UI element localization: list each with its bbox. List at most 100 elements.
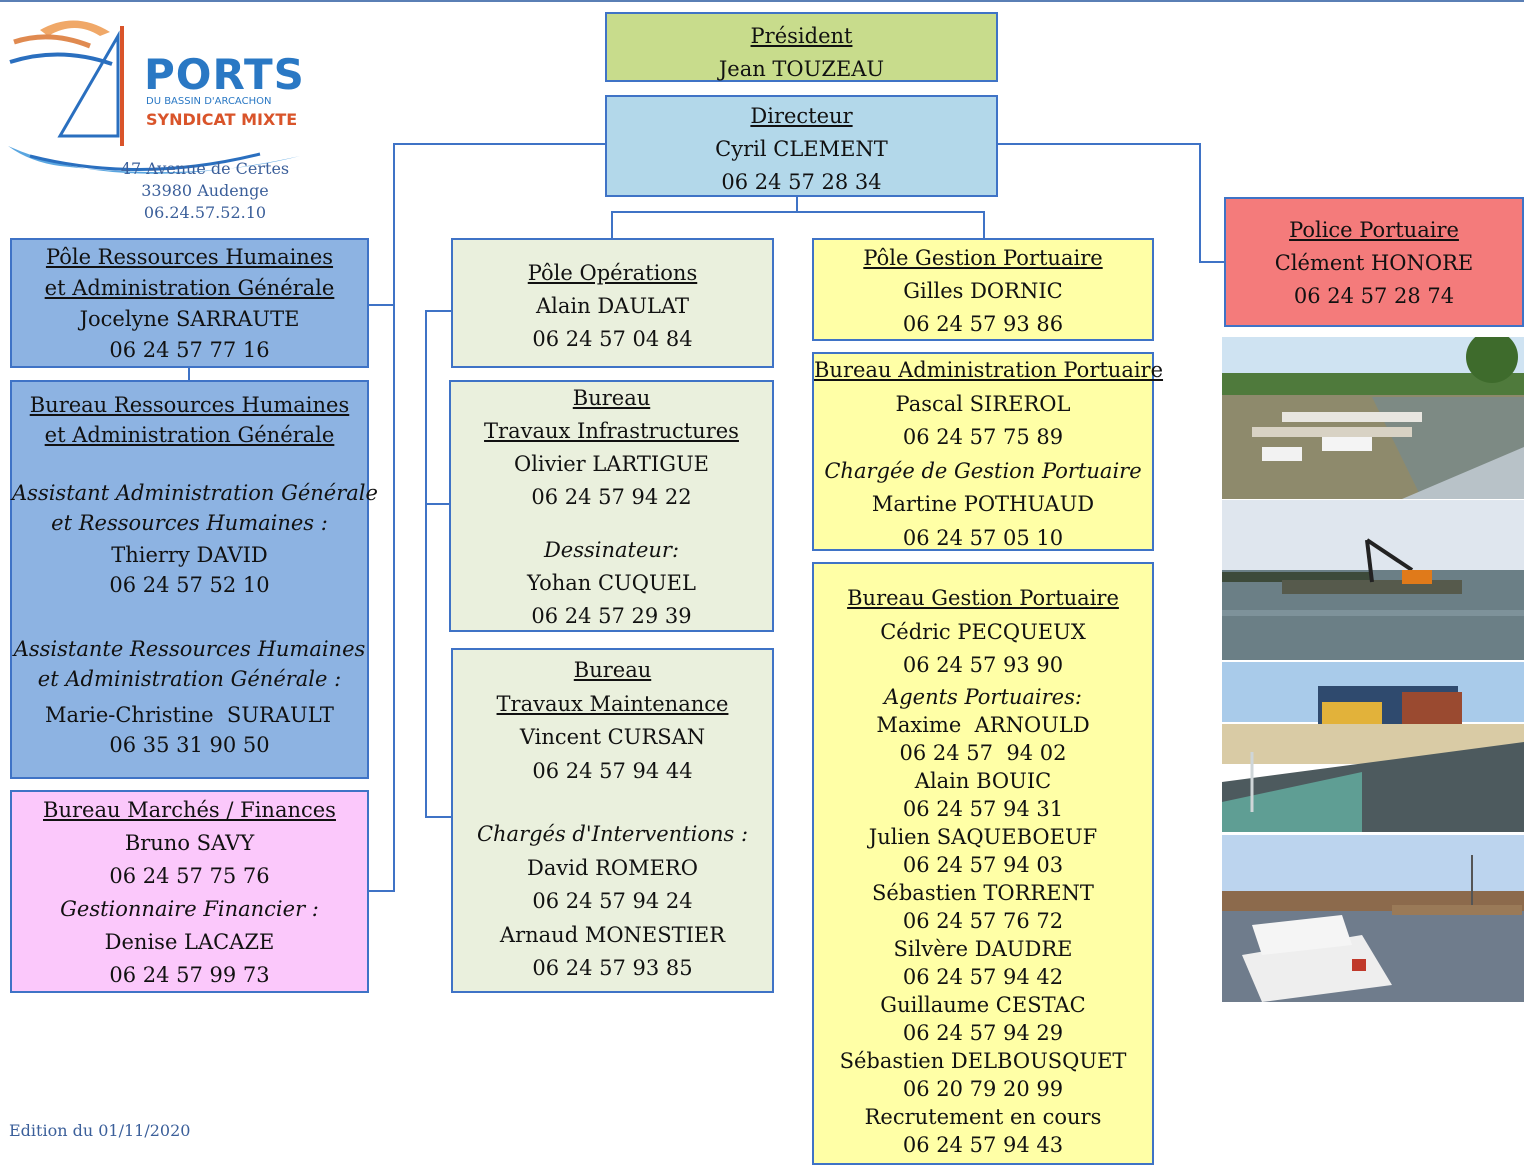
admin-portuaire-title: Bureau Administration Portuaire <box>814 358 1164 382</box>
maintenance-phone2: 06 24 57 94 24 <box>532 889 693 913</box>
pole-rh-name: Jocelyne SARRAUTE <box>79 307 300 331</box>
agent-name: Silvère DAUDRE <box>893 936 1073 961</box>
bureau-rh-role1-1: Assistant Administration Générale <box>12 481 378 505</box>
bureau-rh-role1-2: et Ressources Humaines : <box>51 511 328 535</box>
agent-phone: 06 20 79 20 99 <box>902 1076 1064 1101</box>
maintenance-phone1: 06 24 57 94 44 <box>532 758 693 783</box>
maintenance-phone3: 06 24 57 93 85 <box>532 956 693 980</box>
admin-portuaire-phone2: 06 24 57 05 10 <box>902 525 1064 550</box>
connector-left-vertical <box>393 143 395 892</box>
gestion-name: Gilles DORNIC <box>903 279 1063 303</box>
agent-name: Julien SAQUEBOEUF <box>868 824 1098 849</box>
connector-right-vertical <box>1199 143 1201 263</box>
agent-name: Recrutement en cours <box>864 1104 1102 1129</box>
pole-operations-box: Pôle Opérations Alain DAULAT 06 24 57 04… <box>451 238 774 368</box>
admin-portuaire-name1: Pascal SIREROL <box>895 391 1071 416</box>
police-name: Clément HONORE <box>1274 251 1474 275</box>
infra-phone1: 06 24 57 94 22 <box>531 485 692 509</box>
logo-subtitle: DU BASSIN D'ARCACHON <box>146 96 272 107</box>
pole-rh-title-2: et Administration Générale <box>44 276 335 300</box>
finances-name2: Denise LACAZE <box>104 930 275 954</box>
police-box: Police Portuaire Clément HONORE 06 24 57… <box>1224 197 1524 327</box>
agent-name: Sébastien DELBOUSQUET <box>839 1048 1127 1073</box>
connector-pole-rh-bureau-rh <box>188 367 190 380</box>
logo-org: SYNDICAT MIXTE <box>146 110 298 129</box>
infra-title-1: Bureau <box>572 386 651 410</box>
gestion-portuaire-name1: Cédric PECQUEUX <box>880 619 1086 644</box>
gestion-title: Pôle Gestion Portuaire <box>863 246 1103 270</box>
maintenance-name3: Arnaud MONESTIER <box>499 922 726 947</box>
marina-pontoons-image <box>1222 337 1524 499</box>
infra-name1: Olivier LARTIGUE <box>513 452 710 476</box>
bureau-rh-role2-1: Assistante Ressources Humaines <box>13 637 366 661</box>
finances-name1: Bruno SAVY <box>124 831 255 855</box>
bureau-admin-portuaire-box: Bureau Administration Portuaire Pascal S… <box>812 352 1164 551</box>
connector-ops-to-pole <box>425 310 451 312</box>
infra-name2: Yohan CUQUEL <box>527 571 696 595</box>
connector-to-finances <box>368 890 394 892</box>
agent-name: Maxime ARNOULD <box>876 712 1090 737</box>
agent-phone: 06 24 57 94 31 <box>902 796 1064 821</box>
connector-directeur-left-h <box>394 143 605 145</box>
address-phone: 06.24.57.52.10 <box>143 203 267 222</box>
police-phone: 06 24 57 28 74 <box>1293 284 1455 308</box>
photo-dredging-barge <box>1222 500 1524 660</box>
bureau-maintenance-box: Bureau Travaux Maintenance Vincent CURSA… <box>451 648 774 993</box>
photo-harbour-wall <box>1222 662 1524 832</box>
edition-date: Edition du 01/11/2020 <box>9 1121 191 1140</box>
bureau-gestion-portuaire-box: Bureau Gestion Portuaire Cédric PECQUEUX… <box>812 562 1154 1165</box>
logo-title: PORTS <box>144 50 305 99</box>
pole-gestion-box: Pôle Gestion Portuaire Gilles DORNIC 06 … <box>812 238 1154 341</box>
finances-phone1: 06 24 57 75 76 <box>109 864 270 888</box>
connector-directeur-down <box>796 196 798 212</box>
connector-ops-to-infra <box>425 503 449 505</box>
pole-rh-box: Pôle Ressources Humaines et Administrati… <box>10 238 369 368</box>
pole-rh-phone: 06 24 57 77 16 <box>109 338 270 362</box>
gestion-portuaire-phone1: 06 24 57 93 90 <box>902 653 1064 677</box>
connector-ops-to-maintenance <box>425 816 451 818</box>
admin-portuaire-phone1: 06 24 57 75 89 <box>902 425 1064 449</box>
directeur-box: Directeur Cyril CLEMENT 06 24 57 28 34 <box>605 95 998 197</box>
address-city: 33980 Audenge <box>141 181 269 200</box>
agent-phone: 06 24 57 94 02 <box>899 740 1067 765</box>
address-block: 47 Avenue de Certes 33980 Audenge 06.24.… <box>110 158 300 224</box>
police-title: Police Portuaire <box>1289 218 1459 242</box>
connector-middle-h <box>611 211 985 213</box>
bureau-rh-phone1: 06 24 57 52 10 <box>109 573 270 597</box>
admin-portuaire-role: Chargée de Gestion Portuaire <box>824 458 1142 483</box>
admin-portuaire-name2: Martine POTHUAUD <box>871 492 1095 516</box>
pole-rh-title-1: Pôle Ressources Humaines <box>45 245 334 269</box>
harbour-logo-icon <box>8 20 300 174</box>
boats-channel-image <box>1222 835 1524 1002</box>
directeur-title: Directeur <box>750 104 853 128</box>
agent-phone: 06 24 57 94 43 <box>902 1132 1064 1157</box>
ports-logo: PORTS DU BASSIN D'ARCACHON SYNDICAT MIXT… <box>0 6 320 236</box>
finances-title: Bureau Marchés / Finances <box>43 798 336 822</box>
agent-phone: 06 24 57 94 29 <box>902 1020 1064 1045</box>
operations-name: Alain DAULAT <box>536 294 689 318</box>
bureau-rh-role2-2: et Administration Générale : <box>37 667 342 691</box>
agent-name: Guillaume CESTAC <box>880 992 1086 1017</box>
maintenance-name2: David ROMERO <box>527 855 698 880</box>
maintenance-role: Chargés d'Interventions : <box>476 822 749 846</box>
dredging-barge-image <box>1222 500 1524 660</box>
connector-to-pole-rh <box>368 304 394 306</box>
connector-to-pole-gestion <box>983 211 985 239</box>
maintenance-title-1: Bureau <box>573 658 652 682</box>
bureau-rh-phone2: 06 35 31 90 50 <box>109 733 270 757</box>
infra-role: Dessinateur: <box>543 538 680 562</box>
bureau-rh-name2: Marie-Christine SURAULT <box>45 703 334 727</box>
connector-directeur-right-h <box>997 143 1200 145</box>
agent-phone: 06 24 57 94 03 <box>902 852 1064 877</box>
directeur-name: Cyril CLEMENT <box>715 137 888 161</box>
agent-phone: 06 24 57 76 72 <box>902 908 1064 933</box>
infra-phone2: 06 24 57 29 39 <box>531 604 692 628</box>
connector-to-police <box>1199 261 1224 263</box>
president-box: Président Jean TOUZEAU <box>605 12 998 82</box>
connector-to-pole-ops <box>611 211 613 239</box>
agent-name: Sébastien TORRENT <box>872 880 1094 905</box>
photo-boats-channel <box>1222 835 1524 1002</box>
president-name: Jean TOUZEAU <box>718 57 885 81</box>
president-title: Président <box>750 24 853 48</box>
agent-phone: 06 24 57 94 42 <box>902 964 1064 989</box>
